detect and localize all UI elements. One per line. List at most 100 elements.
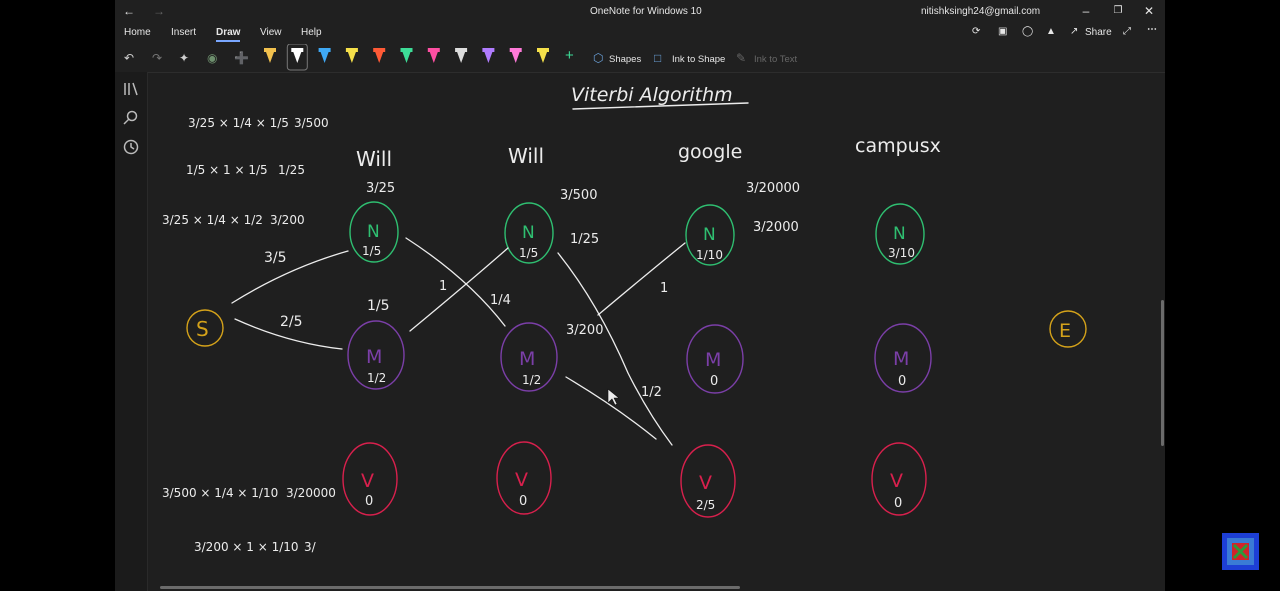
verb-node-3-value: 2/5 <box>696 498 715 512</box>
pen-9-icon[interactable] <box>482 48 495 63</box>
modal-node-2 <box>500 322 558 392</box>
pen-10-icon[interactable] <box>509 48 522 63</box>
search-icon[interactable] <box>122 109 140 127</box>
verb-node-4 <box>871 442 927 516</box>
end-node-label: E <box>1059 320 1071 342</box>
noun-node-1-tag: N <box>367 222 380 242</box>
undo-icon[interactable]: ↶ <box>124 51 135 65</box>
end-node <box>1049 310 1087 348</box>
add-space-icon[interactable]: ➕ <box>234 51 249 65</box>
notebook-icon[interactable]: ▣ <box>998 26 1008 37</box>
edge-label-m1-to-n2: 1/4 <box>490 293 511 308</box>
calc-1-lhs: 3/25 × 1/4 × 1/5 <box>188 116 289 130</box>
noun-node-2-value: 1/5 <box>519 246 538 260</box>
draw-toolbar: ↶ ↷ ✦ ◉ ➕ + ⬡ Shapes □ Ink to Shape ✎ In… <box>115 44 1165 73</box>
share-button[interactable]: Share <box>1085 27 1112 38</box>
tab-help[interactable]: Help <box>301 27 322 38</box>
word-label-2: Will <box>508 144 544 168</box>
tab-draw[interactable]: Draw <box>216 27 241 42</box>
calc-5-rhs: 3/ <box>304 540 317 554</box>
sync-icon[interactable]: ⟳ <box>972 26 981 37</box>
close-icon[interactable]: ✕ <box>1143 4 1155 18</box>
modal-node-2-value: 1/2 <box>522 373 541 387</box>
page-canvas[interactable]: Viterbi Algorithm Will Will google campu… <box>148 73 1165 591</box>
expand-icon[interactable]: ⤢ <box>1123 26 1131 37</box>
score-col2-noun-edge: 1/25 <box>570 232 599 247</box>
modal-node-1 <box>347 320 405 390</box>
verb-node-2-value: 0 <box>519 494 527 509</box>
verb-node-3-tag: V <box>699 472 712 494</box>
pen-5-icon[interactable] <box>373 48 386 63</box>
title-underline <box>572 102 749 110</box>
tab-home[interactable]: Home <box>124 27 151 38</box>
start-node <box>186 309 224 347</box>
horizontal-scrollbar[interactable] <box>160 586 740 589</box>
calc-3-lhs: 3/25 × 1/4 × 1/2 <box>162 213 263 227</box>
pen-palette <box>264 44 549 71</box>
ink-to-text-icon[interactable]: ✎ <box>736 51 747 65</box>
start-node-label: S <box>196 317 209 341</box>
back-arrow-icon[interactable]: ← <box>123 4 135 18</box>
share-icon[interactable]: ↗ <box>1070 26 1079 37</box>
calc-4-rhs: 3/20000 <box>286 486 336 500</box>
pen-7-icon[interactable] <box>427 48 440 63</box>
add-pen-icon[interactable]: + <box>565 47 574 64</box>
restore-icon[interactable]: ❐ <box>1113 5 1123 16</box>
ink-to-shape-icon[interactable]: □ <box>654 51 662 65</box>
tab-insert[interactable]: Insert <box>171 27 197 38</box>
edge-label-m1-top: 1/5 <box>367 298 390 314</box>
edge-label-m2-to-n3: 1 <box>660 281 668 296</box>
ink-to-text-button[interactable]: Ink to Text <box>754 54 798 65</box>
ink-to-shape-button[interactable]: Ink to Shape <box>672 54 726 65</box>
pen-4-icon[interactable] <box>345 48 358 63</box>
word-label-3: google <box>678 141 742 163</box>
modal-node-4-tag: M <box>893 348 909 370</box>
vertical-scrollbar[interactable] <box>1161 300 1164 446</box>
eraser-select-icon[interactable]: ◉ <box>207 51 218 65</box>
transition-edges <box>231 237 686 446</box>
pen-8-icon[interactable] <box>455 48 468 63</box>
channel-logo <box>1222 533 1259 570</box>
calc-2-rhs: 1/25 <box>278 163 305 177</box>
tab-view[interactable]: View <box>260 27 282 38</box>
score-col2-noun: 3/500 <box>560 188 597 203</box>
window-title: OneNote for Windows 10 <box>590 6 702 17</box>
verb-node-1-value: 0 <box>365 494 373 509</box>
pen-11-icon[interactable] <box>537 48 549 63</box>
noun-node-3-tag: N <box>703 225 716 245</box>
redo-icon[interactable]: ↷ <box>152 51 163 65</box>
modal-node-1-value: 1/2 <box>367 371 386 385</box>
title-bar: ← → OneNote for Windows 10 nitishksingh2… <box>115 0 1165 22</box>
edge-label-n1-to-m2: 1 <box>439 279 447 294</box>
recent-clock-icon[interactable] <box>122 138 140 156</box>
ribbon-tabs: Home Insert Draw View Help ⟳ ▣ ◯ ▲ ↗ Sha… <box>115 22 1165 44</box>
pen-6-icon[interactable] <box>400 48 413 63</box>
onenote-window: ← → OneNote for Windows 10 nitishksingh2… <box>115 0 1165 591</box>
noun-node-2-tag: N <box>522 223 535 243</box>
pen-2-icon[interactable] <box>286 44 308 71</box>
score-col1-noun: 3/25 <box>366 181 395 196</box>
lasso-select-icon[interactable]: ✦ <box>179 51 190 65</box>
score-col2-modal-edge: 3/200 <box>566 323 603 338</box>
score-col3-noun-b: 3/2000 <box>753 220 799 235</box>
noun-node-3 <box>685 204 735 266</box>
calc-4-lhs: 3/500 × 1/4 × 1/10 <box>162 486 278 500</box>
verb-node-2 <box>496 441 552 515</box>
more-options-icon[interactable]: ⋯ <box>1147 24 1157 35</box>
lightbulb-icon[interactable]: ◯ <box>1022 26 1034 37</box>
modal-node-3-tag: M <box>705 349 721 371</box>
edge-label-n2-to-v3: 1/2 <box>641 385 662 400</box>
edge-label-s-to-n: 3/5 <box>264 250 287 266</box>
word-label-1: Will <box>356 147 392 171</box>
shapes-icon[interactable]: ⬡ <box>593 51 604 65</box>
forward-arrow-icon[interactable]: → <box>153 4 165 18</box>
account-email[interactable]: nitishksingh24@gmail.com <box>921 6 1041 17</box>
notebooks-icon[interactable] <box>122 80 140 98</box>
pen-1-icon[interactable] <box>264 48 276 63</box>
pen-3-icon[interactable] <box>318 48 331 63</box>
bell-icon[interactable]: ▲ <box>1046 26 1056 37</box>
shapes-button[interactable]: Shapes <box>609 54 642 65</box>
modal-node-3 <box>686 324 744 394</box>
calc-1-rhs: 3/500 <box>294 116 329 130</box>
minimize-icon[interactable]: – <box>1082 4 1090 18</box>
